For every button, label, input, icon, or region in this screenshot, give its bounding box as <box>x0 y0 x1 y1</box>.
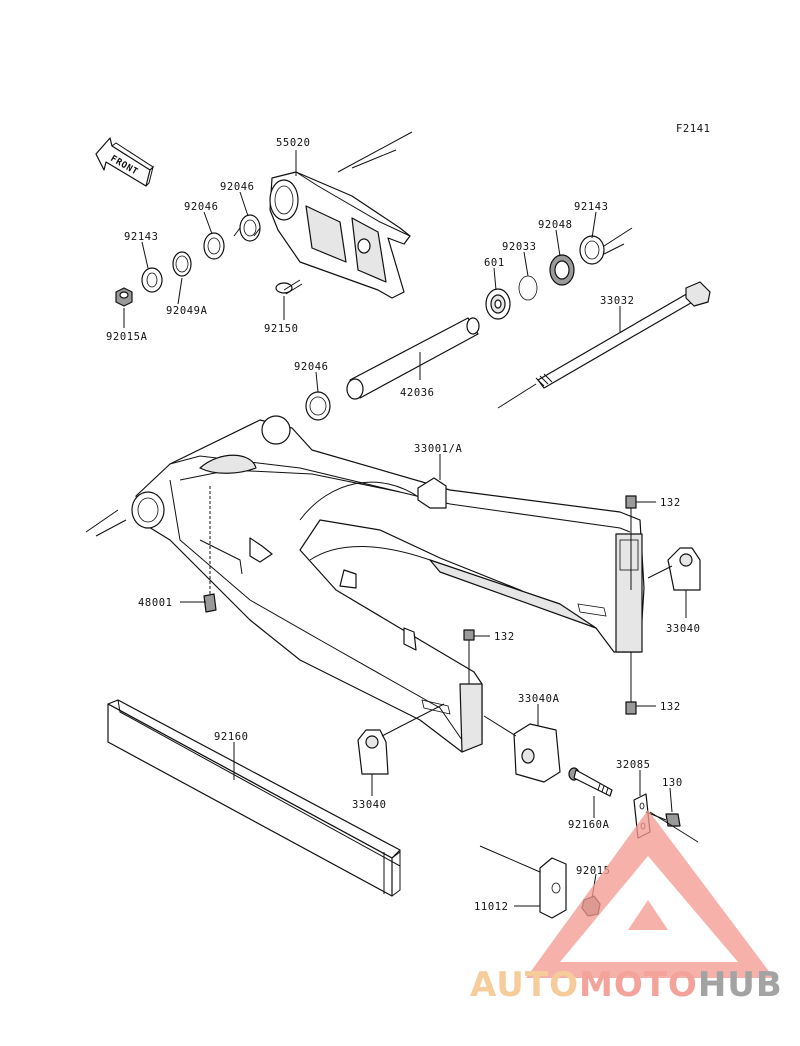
bolt-132-mid <box>463 629 475 684</box>
label-601: 601 <box>484 257 505 269</box>
figure-code: F2141 <box>676 123 711 135</box>
cap-11012 <box>539 857 567 919</box>
label-92049A: 92049A <box>166 305 208 317</box>
label-92046-a: 92046 <box>220 181 255 193</box>
label-130: 130 <box>662 777 683 789</box>
tube-42036 <box>346 317 480 400</box>
label-92046-c: 92046 <box>294 361 329 373</box>
label-48001: 48001 <box>138 597 173 609</box>
label-132-top: 132 <box>660 497 681 509</box>
front-arrow-icon: FRONT <box>95 137 154 187</box>
bearing-stack-left <box>115 214 261 307</box>
label-92143-left: 92143 <box>124 231 159 243</box>
label-92046-b: 92046 <box>184 201 219 213</box>
label-132-mid: 132 <box>494 631 515 643</box>
label-92033: 92033 <box>502 241 537 253</box>
label-32085: 32085 <box>616 759 651 771</box>
label-42036: 42036 <box>400 387 435 399</box>
watermark-text-auto: AUTO <box>470 965 579 1005</box>
label-11012: 11012 <box>474 901 509 913</box>
bracket-33040-left <box>357 703 445 775</box>
label-92160A: 92160A <box>568 819 610 831</box>
watermark-text-moto: MOTO <box>579 965 698 1005</box>
label-33040-right: 33040 <box>666 623 701 635</box>
axle-33032 <box>535 281 711 389</box>
label-92048: 92048 <box>538 219 573 231</box>
adjuster-33040A <box>483 715 561 783</box>
label-132-bottom: 132 <box>660 701 681 713</box>
label-92143-right: 92143 <box>574 201 609 213</box>
part-55020-drawing <box>269 171 411 299</box>
swingarm-33001 <box>131 415 645 753</box>
label-33032: 33032 <box>600 295 635 307</box>
label-92150: 92150 <box>264 323 299 335</box>
watermark-triangle-icon <box>526 810 774 978</box>
svg-text:AUTOMOTOHUB: AUTOMOTOHUB <box>470 965 783 1005</box>
bushing-92046-lower <box>305 391 331 421</box>
part-labels: 55020 92046 92046 92143 92049A 92015A 92… <box>106 137 701 913</box>
label-33001A: 33001/A <box>414 443 463 455</box>
leader-lines <box>123 150 687 907</box>
bolt-132-bottom <box>625 652 637 715</box>
label-92015: 92015 <box>576 865 611 877</box>
grease-nipple-48001 <box>203 486 217 613</box>
bolt-92160A <box>568 767 613 797</box>
label-33040A: 33040A <box>518 693 560 705</box>
watermark-logo: AUTOMOTOHUB <box>470 810 783 1005</box>
bearing-stack-right <box>485 235 605 320</box>
label-92015A: 92015A <box>106 331 148 343</box>
label-92160: 92160 <box>214 731 249 743</box>
label-55020: 55020 <box>276 137 311 149</box>
bolt-132-top <box>625 495 637 590</box>
bracket-33040-right <box>647 547 701 591</box>
chain-guard-92160 <box>107 699 401 897</box>
label-33040-left: 33040 <box>352 799 387 811</box>
bolt-92150 <box>275 279 303 295</box>
watermark-text-hub: HUB <box>698 965 783 1005</box>
